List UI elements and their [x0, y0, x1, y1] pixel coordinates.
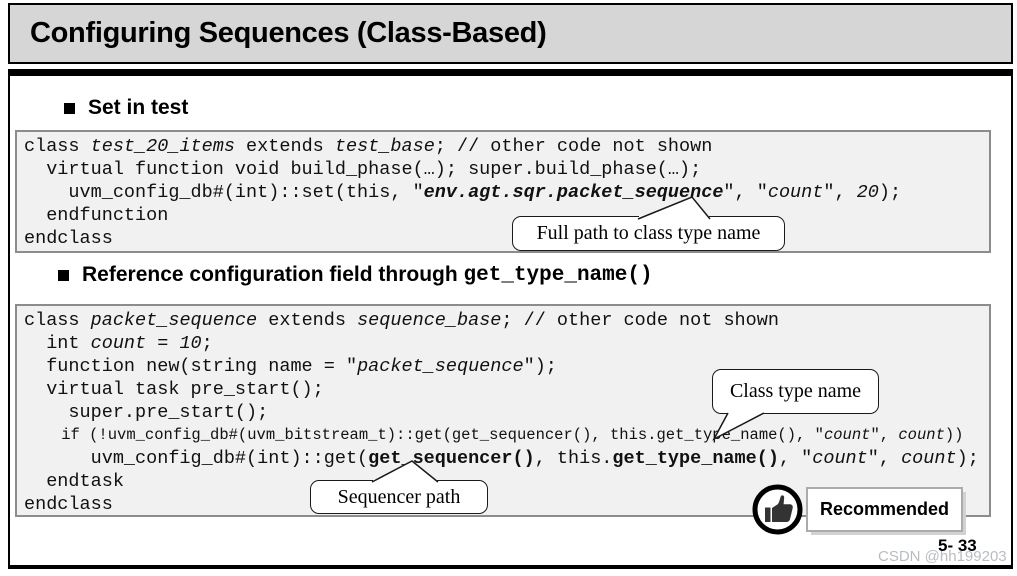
recommended-label: Recommended	[819, 499, 950, 519]
code-block-set-in-test: class test_20_items extends test_base; /…	[15, 130, 991, 253]
bullet-label: Reference configuration field through	[82, 263, 464, 286]
page-title: Configuring Sequences (Class-Based)	[30, 17, 547, 49]
code-line: function new(string name = "packet_seque…	[24, 356, 557, 377]
callout-tail-up-icon	[637, 196, 711, 222]
bullet-label: Set in test	[88, 96, 189, 119]
code-line: endclass	[24, 228, 113, 249]
bullet-reference-config: Reference configuration field through ge…	[58, 263, 653, 287]
bullet-square-icon	[64, 102, 75, 114]
recommended-badge: Recommended	[806, 487, 963, 532]
code-line: int count = 10;	[24, 333, 213, 354]
code-line: endtask	[24, 471, 124, 492]
code-line: uvm_config_db#(int)::set(this, "env.agt.…	[24, 182, 902, 203]
bullet-code-label: get_type_name()	[463, 263, 653, 287]
code-line: endfunction	[24, 205, 169, 226]
code-line: class test_20_items extends test_base; /…	[24, 136, 713, 157]
code-block-reference-config: class packet_sequence extends sequence_b…	[15, 304, 991, 517]
title-bar: Configuring Sequences (Class-Based)	[8, 3, 1013, 64]
callout-sequencer-path: Sequencer path	[310, 480, 488, 514]
bullet-square-icon	[58, 269, 69, 281]
code-line: uvm_config_db#(int)::get(get_sequencer()…	[24, 448, 979, 469]
callout-class-type-name: Class type name	[712, 369, 879, 414]
thumbs-up-icon	[751, 483, 804, 536]
code-line: virtual function void build_phase(…); su…	[24, 159, 702, 180]
callout-label: Full path to class type name	[536, 222, 761, 244]
watermark: CSDN @hh199203	[878, 548, 1007, 565]
title-divider	[8, 69, 1013, 76]
content-frame	[8, 76, 1013, 569]
callout-label: Sequencer path	[337, 485, 461, 508]
code-line: endclass	[24, 494, 113, 515]
bullet-set-in-test: Set in test	[64, 96, 188, 120]
callout-full-path: Full path to class type name	[512, 216, 785, 251]
callout-tail-down-icon	[712, 410, 765, 441]
code-line: virtual task pre_start();	[24, 379, 324, 400]
callout-label: Class type name	[729, 380, 862, 402]
callout-tail-up-icon	[371, 460, 439, 485]
code-line: if (!uvm_config_db#(uvm_bitstream_t)::ge…	[24, 426, 964, 444]
code-line: super.pre_start();	[24, 402, 269, 423]
code-line: class packet_sequence extends sequence_b…	[24, 310, 779, 331]
page-number: 5- 33	[938, 536, 977, 555]
